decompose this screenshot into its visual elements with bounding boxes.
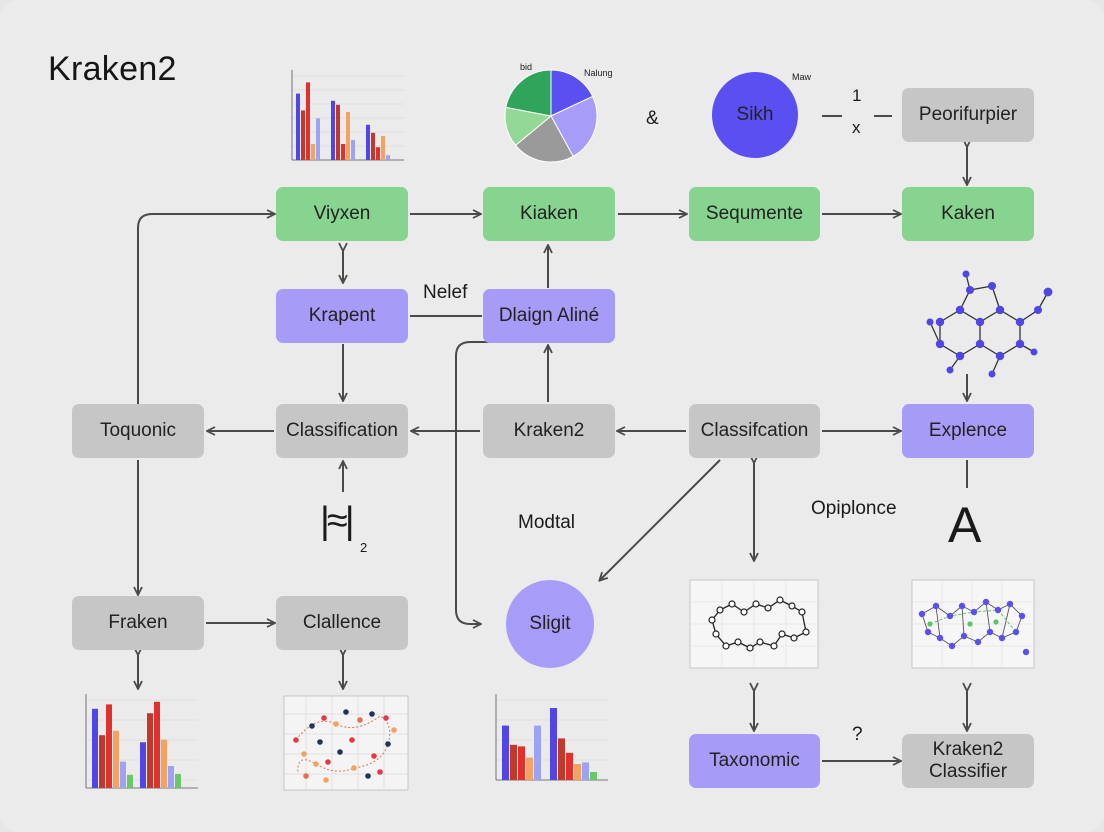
- bar-1-5: [175, 773, 181, 788]
- bar-0-4: [120, 761, 126, 788]
- label-question: ?: [852, 724, 863, 745]
- bar-1-0: [331, 100, 335, 160]
- circle-sikh[interactable]: Sikh: [712, 72, 798, 158]
- pie-label-left: bid: [520, 62, 533, 72]
- pie-chart: [504, 69, 598, 163]
- node-krapent[interactable]: Krapent: [276, 289, 408, 343]
- arrow-classifcation-to-sligit: [600, 459, 721, 580]
- bar-0-1: [301, 110, 305, 160]
- pie-slice-1: [550, 95, 598, 157]
- pie-slice-0: [550, 69, 594, 117]
- formula-subscript: 2: [360, 540, 368, 555]
- label-ampersand: &: [646, 108, 659, 129]
- arrow-dlaign-to-sligit: [455, 341, 498, 624]
- bar-1-0: [550, 708, 557, 780]
- pie-slice-4: [505, 69, 552, 117]
- bars-bottom-left-group: [92, 701, 181, 788]
- bars-top-group: [296, 82, 390, 160]
- bar-1-1: [336, 104, 340, 160]
- node-peorifurpier[interactable]: Peorifurpier: [902, 88, 1034, 142]
- node-taxonomic[interactable]: Taxonomic: [689, 734, 820, 788]
- sikh-label-top: Maw: [792, 72, 812, 82]
- bar-1-2: [341, 144, 345, 160]
- bar-1-3: [574, 764, 581, 780]
- bar-0-2: [306, 82, 310, 160]
- circle-sligit[interactable]: Sligit: [506, 580, 594, 668]
- node-sequmente[interactable]: Sequmente: [689, 187, 820, 241]
- bars-bottom-mid-group: [502, 708, 597, 780]
- bar-2-3: [381, 136, 385, 160]
- bar-0-4: [316, 118, 320, 160]
- arrow-toquonic-to-vixen: [137, 214, 274, 404]
- node-fraken[interactable]: Fraken: [72, 596, 204, 650]
- page-title: Kraken2: [48, 50, 177, 88]
- network-plot-right: [911, 579, 1035, 669]
- bar-1-4: [351, 140, 355, 160]
- bar-1-2: [154, 701, 160, 788]
- node-classification[interactable]: Classification: [276, 404, 408, 458]
- scatter-network-plot: [283, 695, 409, 791]
- node-kiaken[interactable]: Kiaken: [483, 187, 615, 241]
- bar-1-1: [147, 713, 153, 788]
- bar-0-5: [127, 774, 133, 788]
- bar-0-3: [311, 144, 315, 160]
- bar-1-4: [168, 766, 174, 788]
- label-nelef: Nelef: [423, 282, 468, 303]
- ring-graph-plot: [689, 579, 819, 669]
- bar-0-0: [92, 708, 98, 788]
- node-clallence[interactable]: Clallence: [276, 596, 408, 650]
- bar-1-4: [582, 762, 589, 780]
- bar-0-0: [296, 93, 300, 160]
- label-x: x: [852, 118, 861, 137]
- label-big-a: A: [948, 497, 982, 553]
- mini-bar-chart-top: [291, 70, 404, 161]
- mini-bar-chart-bottom-left: [85, 694, 198, 789]
- bar-0-0: [502, 725, 509, 780]
- classifier-line-2: Classifier: [928, 761, 1008, 782]
- node-kraken2[interactable]: Kraken2: [483, 404, 615, 458]
- bar-2-1: [371, 132, 375, 160]
- formula-symbol: |≈|: [320, 500, 355, 542]
- pie-slices: [504, 69, 598, 163]
- mini-bar-chart-bottom-mid: [495, 694, 608, 781]
- bar-1-0: [140, 742, 146, 788]
- bar-1-2: [566, 752, 573, 780]
- node-vixen[interactable]: Viyxen: [276, 187, 408, 241]
- pie-slice-2: [514, 115, 574, 163]
- pie-label-right: Nalung: [584, 68, 613, 78]
- bar-0-1: [510, 744, 517, 780]
- node-kaken[interactable]: Kaken: [902, 187, 1034, 241]
- label-one: 1: [852, 86, 862, 105]
- bar-1-5: [590, 772, 597, 780]
- bar-0-2: [518, 746, 525, 780]
- node-toquonic[interactable]: Toquonic: [72, 404, 204, 458]
- bar-2-0: [366, 124, 370, 160]
- label-modtal: Modtal: [518, 512, 576, 533]
- molecule-graphic: [926, 270, 1053, 378]
- label-opiplonce: Opiplonce: [811, 498, 897, 519]
- bar-0-1: [99, 735, 105, 788]
- bar-0-3: [526, 757, 533, 780]
- bar-1-3: [346, 112, 350, 160]
- node-kraken2-classifier[interactable]: Kraken2 Classifier: [902, 734, 1034, 788]
- bar-1-1: [558, 738, 565, 780]
- classifier-line-1: Kraken2: [932, 739, 1004, 761]
- node-classifcation[interactable]: Classifcation: [689, 404, 820, 458]
- bar-2-4: [386, 155, 390, 160]
- bar-0-4: [534, 725, 541, 780]
- bar-0-2: [106, 704, 112, 788]
- bar-0-3: [113, 730, 119, 788]
- node-dlaign-aline[interactable]: Dlaign Aliné: [483, 289, 615, 343]
- node-explence[interactable]: Explence: [902, 404, 1034, 458]
- bar-2-2: [376, 147, 380, 160]
- bar-1-3: [161, 739, 167, 788]
